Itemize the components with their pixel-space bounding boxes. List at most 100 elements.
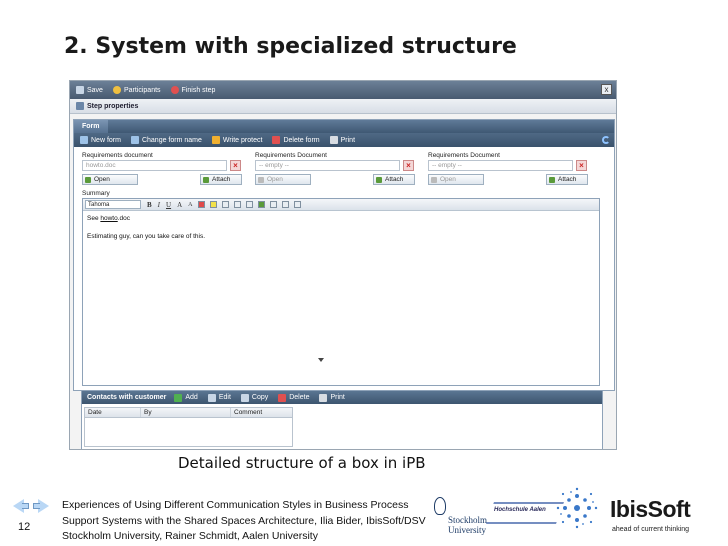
bold-button[interactable]: B [147, 200, 152, 209]
text-color-icon[interactable] [198, 201, 206, 208]
document-input[interactable]: howto.doc [82, 160, 227, 171]
delete-icon [278, 393, 287, 402]
aalen-text: Hochschule Aalen [494, 507, 546, 513]
ibissoft-star-icon [556, 487, 598, 529]
howto-link[interactable]: howto [100, 215, 118, 222]
tab-form[interactable]: Form [74, 120, 108, 133]
open-label: Open [440, 176, 456, 183]
print-form-button[interactable]: Print [329, 136, 355, 144]
ibissoft-tagline: ahead of current thinking [612, 526, 690, 533]
finish-step-button[interactable]: Finish step [170, 86, 215, 94]
participants-label: Participants [123, 86, 161, 94]
grow-font-button[interactable]: A [177, 200, 183, 209]
align-right-icon[interactable] [246, 201, 254, 208]
column-header-comment[interactable]: Comment [234, 409, 263, 416]
app-toolbar: Save Participants Finish step x [70, 81, 616, 99]
edit-label: Edit [218, 394, 231, 401]
link-icon[interactable] [258, 201, 266, 208]
next-slide-icon-bar[interactable] [33, 503, 40, 509]
numbered-list-icon[interactable] [282, 201, 290, 208]
form-panel: Form New form Change form name Write pro… [73, 119, 615, 391]
contacts-title: Contacts with customer [87, 394, 167, 401]
copy-label: Copy [251, 394, 269, 401]
ibissoft-name: IbisSoft [610, 496, 691, 522]
print-contacts-button[interactable]: Print [319, 393, 345, 402]
remove-document-icon[interactable]: × [403, 160, 414, 171]
open-icon [431, 176, 437, 183]
form-tab-strip: Form [74, 120, 614, 133]
document-input[interactable]: -- empty -- [428, 160, 573, 171]
source-icon[interactable] [294, 201, 302, 208]
shrink-font-button[interactable]: A [188, 201, 193, 208]
change-form-name-button[interactable]: Change form name [130, 136, 202, 144]
write-protect-label: Write protect [222, 136, 263, 144]
open-icon [85, 176, 91, 183]
document-field-1: Requirements document howto.doc × Open A… [82, 152, 247, 188]
font-select[interactable]: Tahoma [85, 200, 141, 209]
save-button[interactable]: Save [76, 86, 103, 94]
new-form-label: New form [91, 136, 121, 144]
summary-label: Summary [82, 190, 110, 197]
edit-contact-button[interactable]: Edit [207, 393, 231, 402]
slide-title: 2. System with specialized structure [64, 34, 517, 59]
print-icon [329, 136, 338, 144]
attach-icon [376, 176, 382, 183]
new-form-button[interactable]: New form [80, 136, 121, 144]
attach-label: Attach [558, 176, 577, 183]
mouse-cursor-icon [318, 358, 324, 362]
remove-document-icon[interactable]: × [230, 160, 241, 171]
underline-button[interactable]: U [166, 200, 172, 209]
editor-blank-line [87, 223, 595, 232]
slide-caption: Detailed structure of a box in iPB [178, 454, 426, 472]
step-properties-header: Step properties [70, 99, 616, 114]
rename-icon [130, 136, 139, 144]
attach-button[interactable]: Attach [373, 174, 415, 185]
refresh-icon[interactable] [602, 136, 610, 144]
write-protect-button[interactable]: Write protect [211, 136, 263, 144]
column-header-by[interactable]: By [141, 408, 231, 417]
align-left-icon[interactable] [222, 201, 230, 208]
delete-icon [272, 136, 281, 144]
attach-button[interactable]: Attach [546, 174, 588, 185]
delete-form-label: Delete form [283, 136, 320, 144]
contacts-panel: Contacts with customer Add Edit Copy Del… [81, 390, 603, 449]
next-slide-icon[interactable] [38, 499, 49, 513]
add-label: Add [185, 394, 198, 401]
editor-content[interactable]: See howto.doc Estimating guy, can you ta… [83, 211, 599, 244]
document-input[interactable]: -- empty -- [255, 160, 400, 171]
stockholm-line-2: University [448, 525, 486, 535]
close-icon[interactable]: x [601, 84, 612, 95]
documents-row: Requirements document howto.doc × Open A… [82, 152, 602, 188]
stockholm-seal-icon [434, 497, 446, 515]
delete-form-button[interactable]: Delete form [272, 136, 320, 144]
document-field-3: Requirements Document -- empty -- × Open… [428, 152, 593, 188]
participants-button[interactable]: Participants [112, 86, 161, 94]
editor-text: .doc [117, 215, 131, 222]
highlight-icon[interactable] [210, 201, 218, 208]
delete-contact-button[interactable]: Delete [278, 393, 310, 402]
add-contact-button[interactable]: Add [174, 393, 198, 402]
previous-slide-icon[interactable] [13, 499, 24, 513]
align-center-icon[interactable] [234, 201, 242, 208]
save-icon [76, 86, 84, 94]
open-button[interactable]: Open [255, 174, 311, 185]
open-button[interactable]: Open [82, 174, 138, 185]
italic-button[interactable]: I [157, 200, 161, 209]
delete-label: Delete [289, 394, 310, 401]
table-header: Date By Comment [85, 408, 292, 418]
attach-label: Attach [385, 176, 404, 183]
remove-document-icon[interactable]: × [576, 160, 587, 171]
attach-button[interactable]: Attach [200, 174, 242, 185]
step-icon [76, 102, 84, 110]
document-label: Requirements document [82, 152, 153, 159]
column-header-date[interactable]: Date [85, 408, 141, 417]
editor-toolbar: Tahoma B I U A A [83, 199, 599, 211]
attach-label: Attach [212, 176, 231, 183]
bullet-list-icon[interactable] [270, 201, 278, 208]
open-button[interactable]: Open [428, 174, 484, 185]
save-label: Save [87, 86, 103, 94]
copy-contact-button[interactable]: Copy [240, 393, 269, 402]
summary-editor[interactable]: Tahoma B I U A A See howto.doc Estimatin [82, 198, 600, 386]
change-form-name-label: Change form name [141, 136, 202, 144]
previous-slide-icon-bar[interactable] [22, 503, 29, 509]
